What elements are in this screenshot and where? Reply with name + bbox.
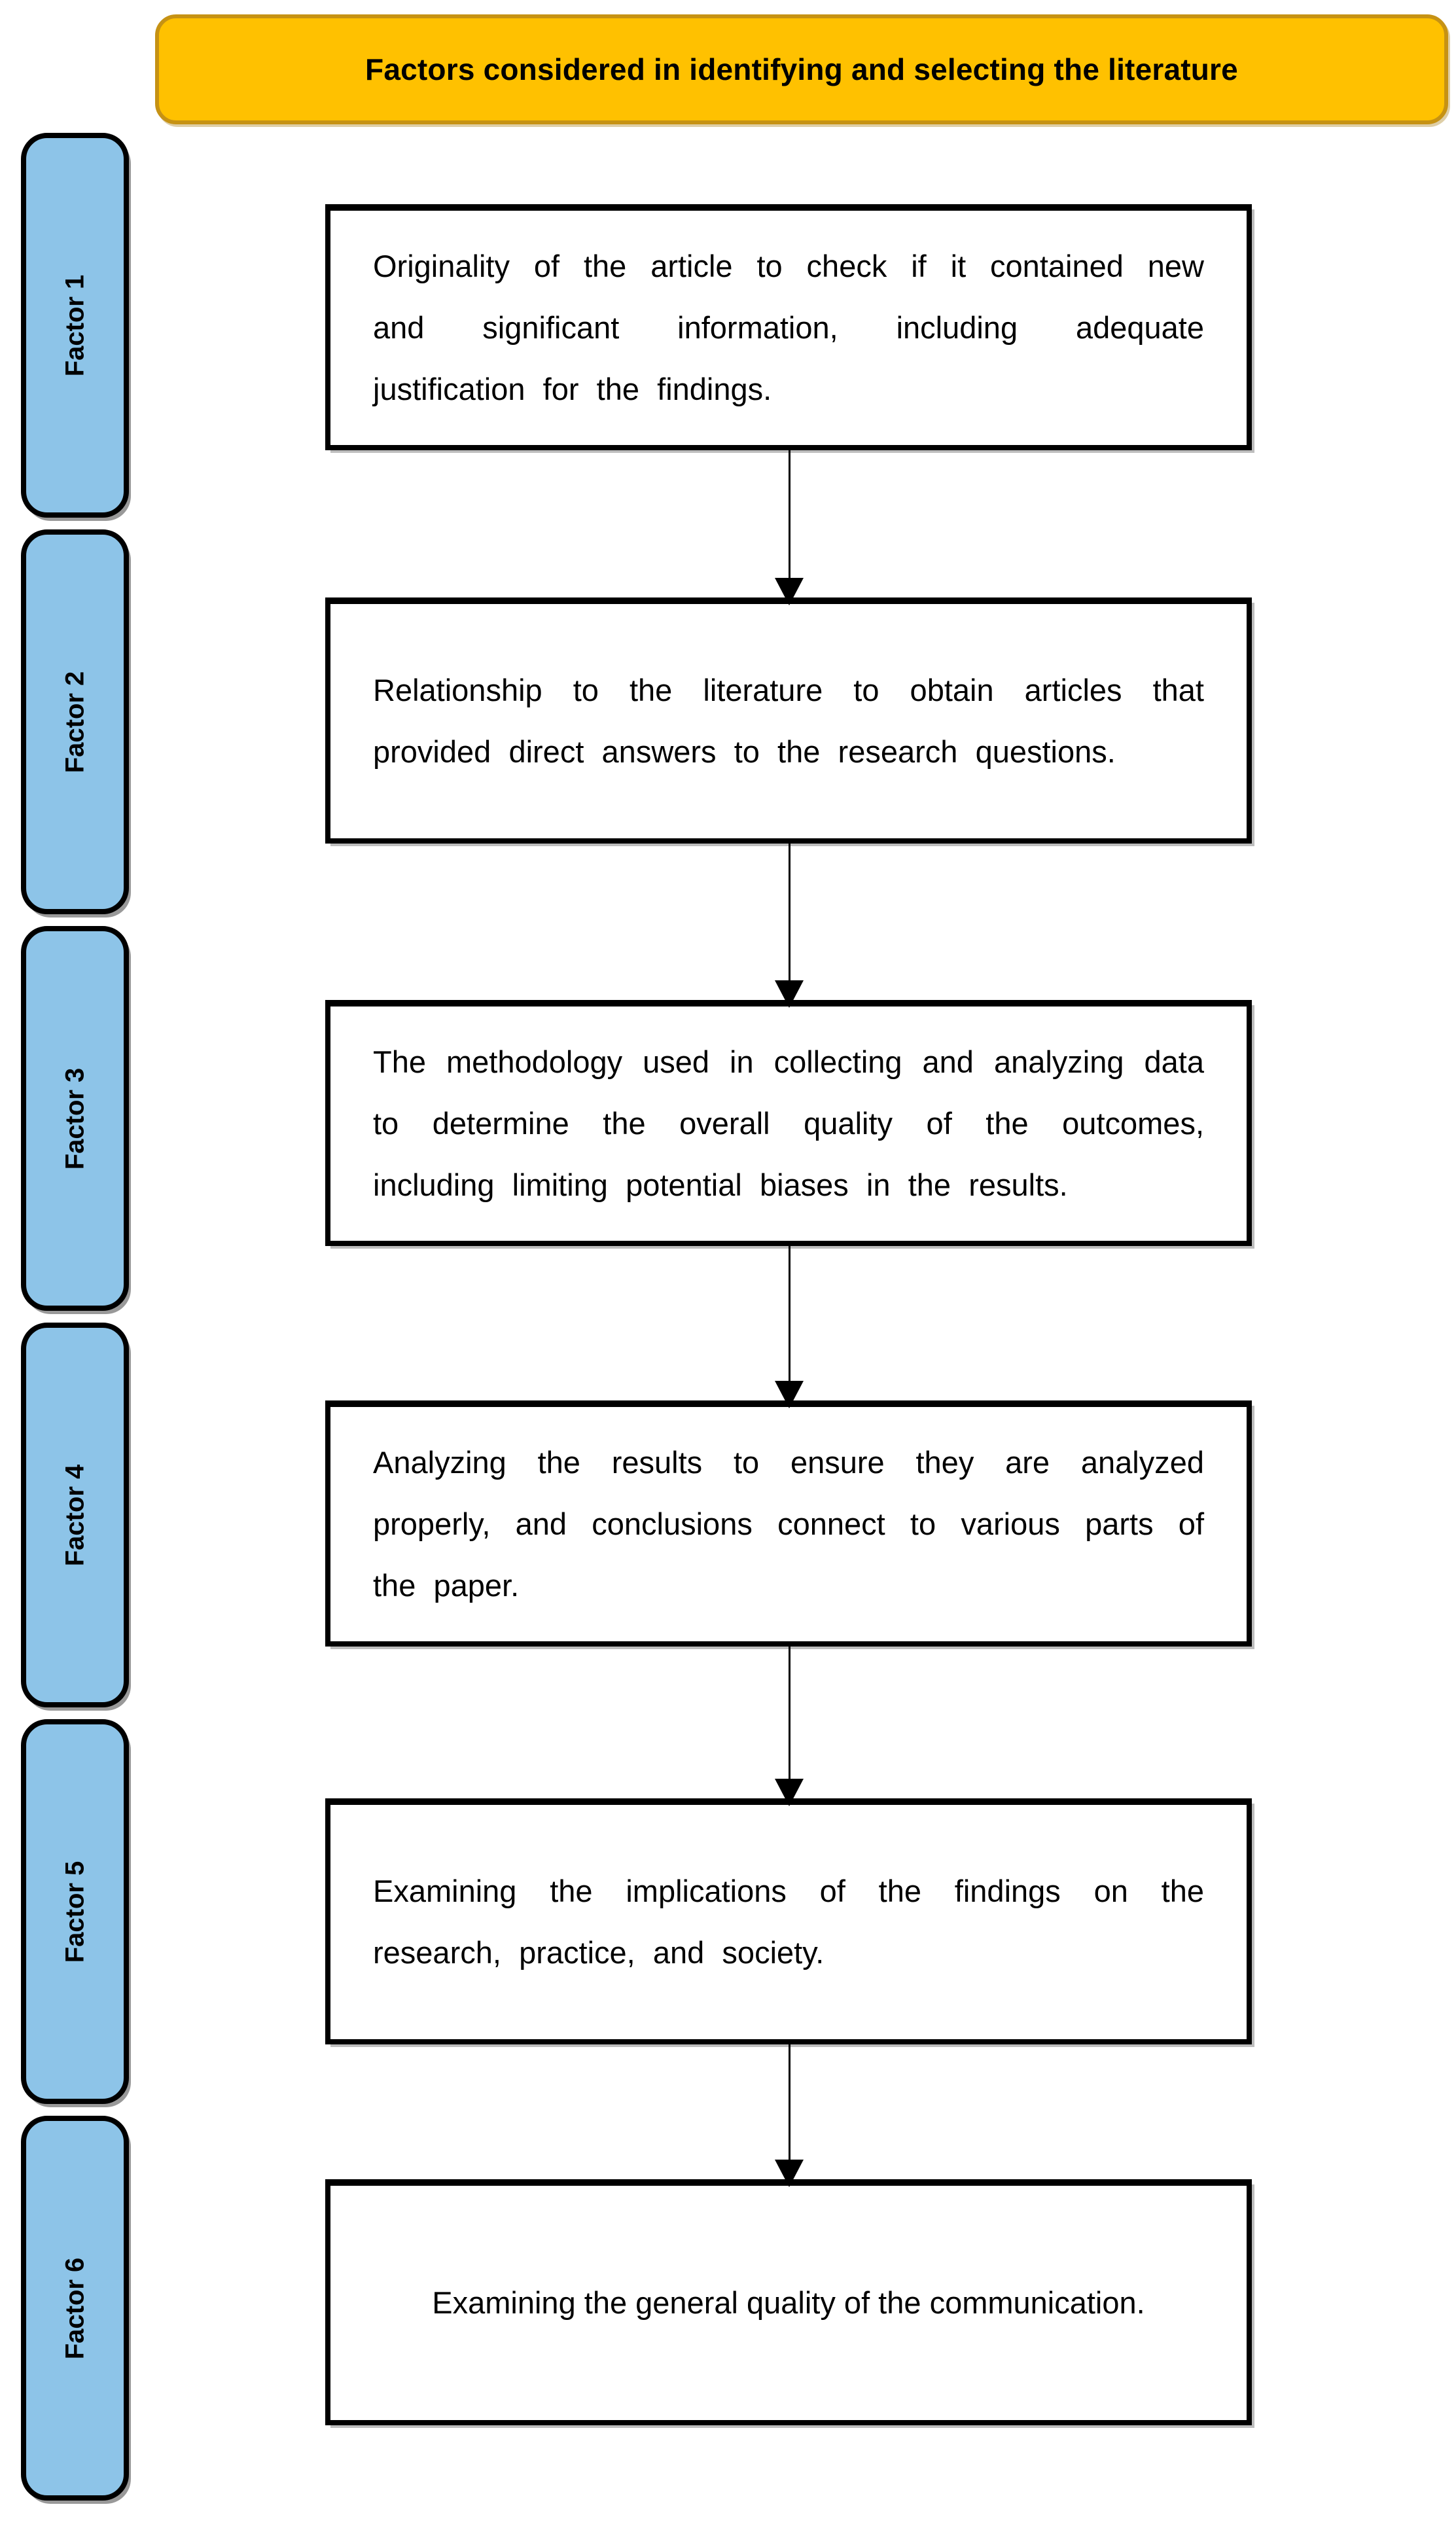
arrow-shaft: [788, 2044, 790, 2160]
factor-tab-6: Factor 6: [21, 2116, 129, 2501]
factor-tab-4: Factor 4: [21, 1323, 129, 1707]
factor-description: Examining the general quality of the com…: [432, 2285, 1145, 2320]
factor-description: Originality of the article to check if i…: [373, 249, 1204, 406]
down-arrow-icon: [775, 980, 804, 1008]
flow-arrow-2: [775, 844, 804, 1008]
arrow-shaft: [788, 1246, 790, 1381]
factor-label: Factor 2: [60, 671, 90, 773]
factor-label: Factor 5: [60, 1861, 90, 1963]
title-banner: Factors considered in identifying and se…: [155, 14, 1448, 124]
content-box-2: Relationship to the literature to obtain…: [325, 597, 1252, 844]
flow-arrow-3: [775, 1246, 804, 1408]
arrow-shaft: [788, 844, 790, 980]
arrow-shaft: [788, 450, 790, 578]
content-box-3: The methodology used in collecting and a…: [325, 1000, 1252, 1246]
content-box-6: Examining the general quality of the com…: [325, 2179, 1252, 2425]
down-arrow-icon: [775, 578, 804, 605]
flow-arrow-1: [775, 450, 804, 605]
factor-tab-3: Factor 3: [21, 926, 129, 1311]
factor-tab-5: Factor 5: [21, 1719, 129, 2104]
down-arrow-icon: [775, 1381, 804, 1408]
content-box-4: Analyzing the results to ensure they are…: [325, 1400, 1252, 1647]
content-box-5: Examining the implications of the findin…: [325, 1798, 1252, 2044]
factor-label: Factor 4: [60, 1464, 90, 1566]
flow-arrow-4: [775, 1647, 804, 1806]
factor-tab-2: Factor 2: [21, 529, 129, 914]
down-arrow-icon: [775, 1779, 804, 1806]
flow-arrow-5: [775, 2044, 804, 2187]
factor-label: Factor 3: [60, 1067, 90, 1169]
factor-label: Factor 6: [60, 2257, 90, 2359]
arrow-shaft: [788, 1647, 790, 1779]
factor-description: Analyzing the results to ensure they are…: [373, 1445, 1204, 1603]
factor-tab-1: Factor 1: [21, 133, 129, 518]
factor-label: Factor 1: [60, 274, 90, 376]
factor-description: Examining the implications of the findin…: [373, 1874, 1204, 1970]
content-box-1: Originality of the article to check if i…: [325, 204, 1252, 450]
factor-description: Relationship to the literature to obtain…: [373, 673, 1204, 769]
factor-description: The methodology used in collecting and a…: [373, 1044, 1204, 1202]
down-arrow-icon: [775, 2160, 804, 2187]
page-title: Factors considered in identifying and se…: [365, 52, 1238, 86]
